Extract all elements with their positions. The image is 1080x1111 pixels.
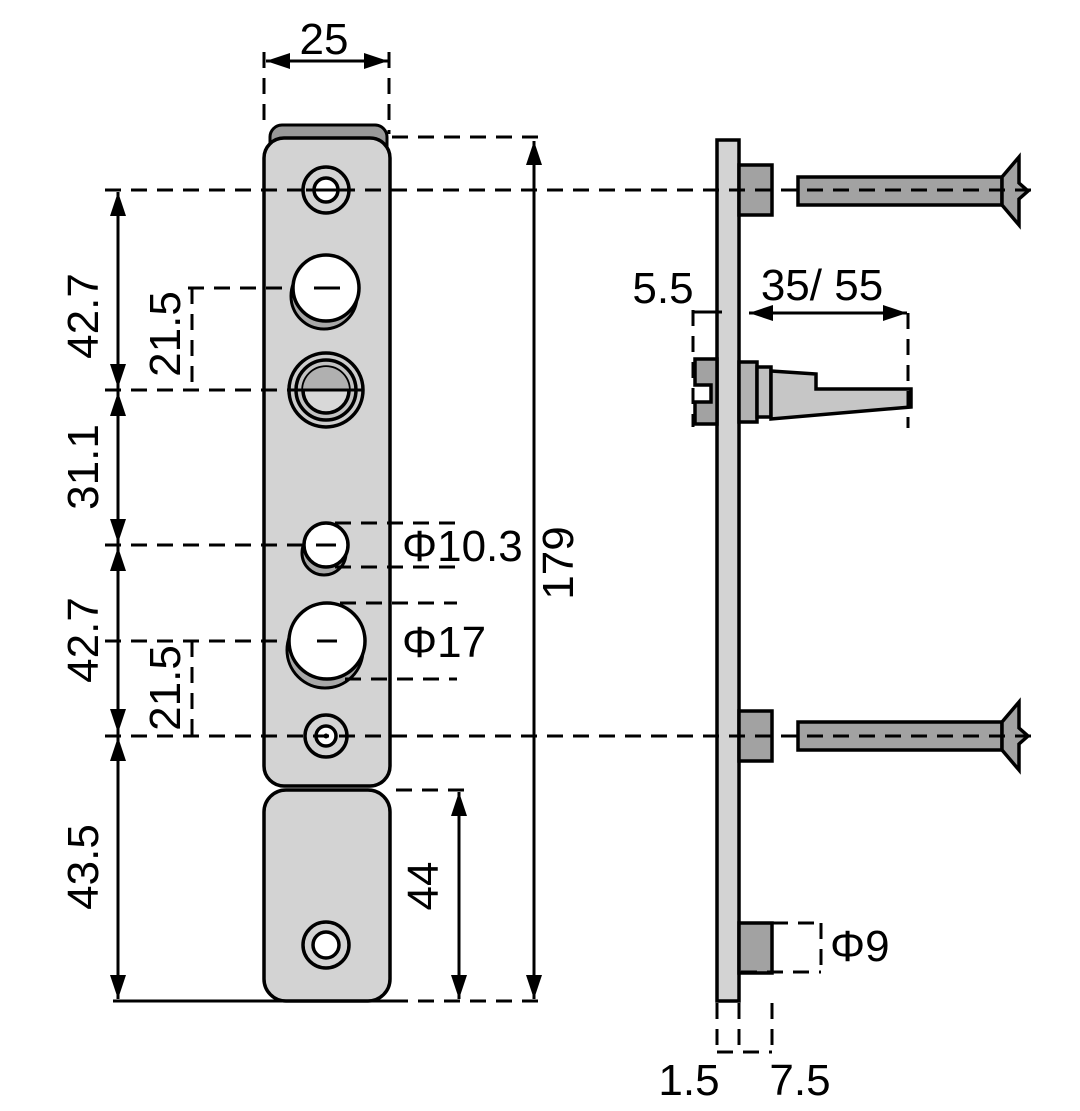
dimension-labels: 25 42.7 21.5 31.1 42.7 21.5 43.5 44 179 … xyxy=(59,15,890,1105)
handle-hole-upper xyxy=(289,253,361,331)
dim-label-reach: 35/ 55 xyxy=(761,261,883,310)
dimension-lines xyxy=(110,53,907,999)
dia-label-small-hole: Φ10.3 xyxy=(402,522,523,571)
dim-label-middle-spacing: 31.1 xyxy=(59,424,108,510)
dim-label-top-width: 25 xyxy=(300,15,349,64)
dim-label-boss-depth: 7.5 xyxy=(769,1056,830,1105)
bolt-hole-large xyxy=(285,601,367,690)
arrowhead xyxy=(110,709,126,733)
screw-hole-bottom-inner xyxy=(311,930,341,960)
extension-lines xyxy=(105,52,1040,1054)
latch-notch-block xyxy=(693,357,719,426)
arrowhead xyxy=(266,53,290,69)
spindle-bushing-top-half xyxy=(303,367,349,390)
latch-collar-inner xyxy=(755,365,773,419)
dim-label-lower-plate-height: 44 xyxy=(399,862,448,911)
arrowhead xyxy=(110,364,126,388)
side-plate xyxy=(715,138,741,1003)
arrowhead xyxy=(110,519,126,543)
dim-label-plate-thickness: 1.5 xyxy=(658,1056,719,1105)
dim-label-bottom-height: 43.5 xyxy=(59,824,108,910)
arrowhead xyxy=(526,141,542,165)
fixing-boss xyxy=(737,921,774,975)
front-view xyxy=(262,123,392,1003)
bolt-hole-small xyxy=(300,521,350,577)
dia-label-boss-hole: Φ9 xyxy=(830,922,890,971)
dim-label-lower-spacing: 42.7 xyxy=(59,597,108,683)
arrowhead xyxy=(451,792,467,816)
arrowhead xyxy=(110,392,126,416)
latch-assembly xyxy=(693,357,913,426)
arrowhead xyxy=(110,737,126,761)
arrowhead xyxy=(526,975,542,999)
arrowhead xyxy=(110,975,126,999)
latch-collar-outer xyxy=(737,360,759,424)
arrowhead xyxy=(364,53,388,69)
arrowhead xyxy=(749,305,773,321)
arrowhead xyxy=(110,192,126,216)
dim-label-upper-offset: 21.5 xyxy=(141,291,190,377)
arrowhead xyxy=(110,547,126,571)
dim-label-upper-spacing: 42.7 xyxy=(59,273,108,359)
screw-hole-bottom xyxy=(301,920,351,970)
dim-label-total-height: 179 xyxy=(534,526,583,599)
spindle-bushing xyxy=(287,351,365,429)
dim-label-lower-offset: 21.5 xyxy=(141,645,190,731)
arrowhead xyxy=(883,305,907,321)
dim-label-backset: 5.5 xyxy=(632,264,693,313)
arrowhead xyxy=(451,975,467,999)
latch-tongue xyxy=(769,369,913,421)
dia-label-large-hole: Φ17 xyxy=(402,618,486,667)
